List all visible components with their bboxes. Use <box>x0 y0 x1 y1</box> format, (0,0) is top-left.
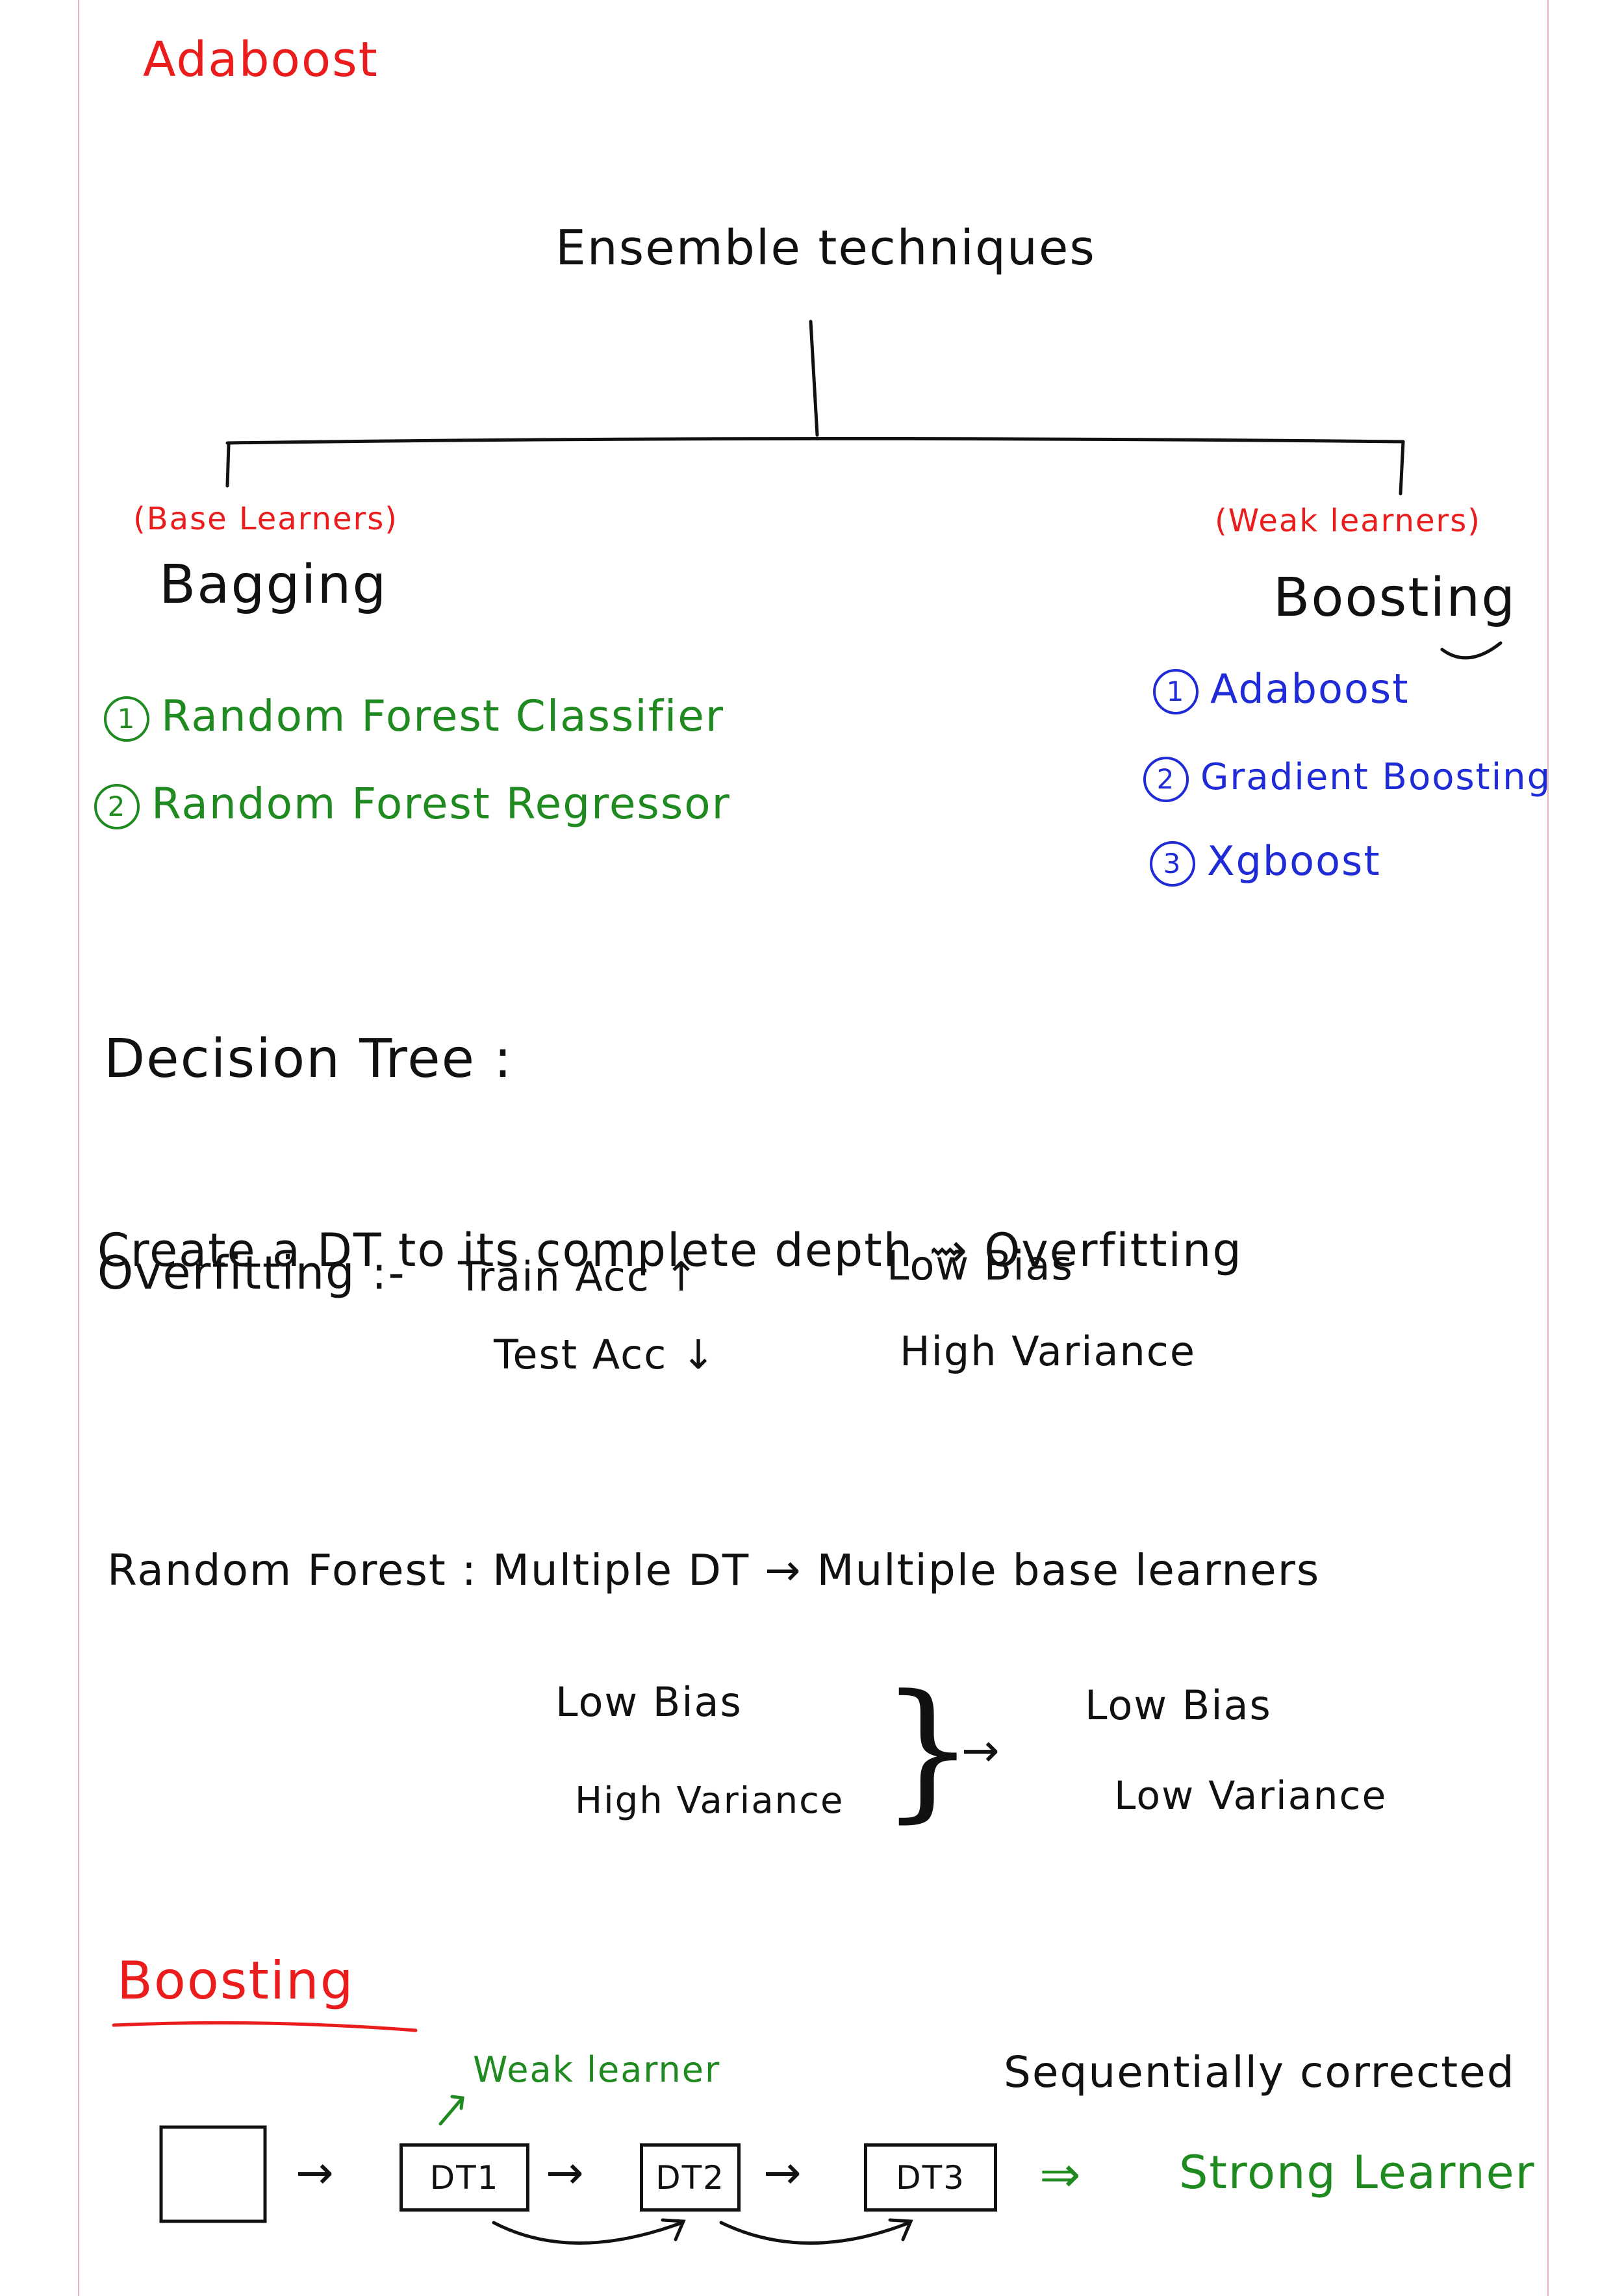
strong-learner: Strong Learner <box>1179 2146 1536 2199</box>
bagging-item-2-number: 2 <box>94 783 140 829</box>
weak-learner-pointer <box>438 2095 464 2126</box>
ensemble-root-label: Ensemble techniques <box>555 220 1096 276</box>
boosting-label: Boosting <box>1273 567 1517 629</box>
boosting-underline <box>112 2021 418 2032</box>
rf-arrow-icon: → <box>961 1724 1001 1777</box>
overfitting-result: Overfitting <box>984 1224 1243 1277</box>
bagging-note: (Base Learners) <box>133 501 399 537</box>
flow-arrow-1: → <box>296 2146 335 2199</box>
train-acc: Train Acc ↑ <box>458 1253 700 1300</box>
dt3-box: DT3 <box>864 2143 997 2212</box>
boosting-item-2-number: 2 <box>1143 757 1189 802</box>
boosting-note: (Weak learners) <box>1215 503 1481 539</box>
rf-left-low-bias: Low Bias <box>555 1678 742 1726</box>
boosting-item-1-label: Adaboost <box>1210 665 1410 713</box>
random-forest-line: Random Forest : Multiple DT → Multiple b… <box>107 1545 1321 1595</box>
bagging-item-2-label: Random Forest Regressor <box>151 779 731 829</box>
result-arrow-icon: ⇒ <box>1039 2145 1082 2203</box>
bagging-item-1-number: 1 <box>104 696 149 742</box>
correction-arrow-2 <box>719 2218 913 2245</box>
input-box-shape <box>159 2125 267 2223</box>
bagging-label: Bagging <box>159 554 388 616</box>
flow-arrow-2: → <box>546 2146 585 2199</box>
boosting-section-heading: Boosting <box>117 1950 355 2011</box>
boosting-item-3-label: Xgboost <box>1207 837 1381 885</box>
boosting-item-2: 2 Gradient Boosting <box>1143 757 1551 802</box>
bagging-item-1-label: Random Forest Classifier <box>161 691 725 741</box>
left-margin-line <box>78 0 79 2296</box>
weak-learner-label: Weak learner <box>473 2049 721 2090</box>
decision-tree-heading: Decision Tree : <box>104 1028 513 1090</box>
boosting-item-3-number: 3 <box>1150 841 1195 887</box>
rf-left-high-variance: High Variance <box>575 1780 844 1822</box>
decision-tree-line-1: Create a DT to its complete depth ⇝ Over… <box>97 1228 1243 1273</box>
flow-arrow-3: → <box>763 2146 803 2199</box>
test-acc: Test Acc ↓ <box>494 1331 717 1378</box>
correction-arrow-1 <box>492 2218 686 2245</box>
rf-right-low-bias: Low Bias <box>1085 1682 1272 1729</box>
rf-right-low-variance: Low Variance <box>1114 1773 1388 1819</box>
rf-brace: } <box>880 1663 976 1837</box>
overfitting-label: Overfitting :- <box>97 1246 406 1300</box>
low-bias: Low Bias <box>887 1242 1074 1289</box>
dt1-box: DT1 <box>400 2143 529 2212</box>
page-title: Adaboost <box>143 32 379 88</box>
sequentially-corrected: Sequentially corrected <box>1004 2047 1516 2097</box>
decision-tree-line-1-text: Create a DT to its complete depth <box>97 1224 913 1277</box>
high-variance: High Variance <box>900 1328 1197 1375</box>
dt2-box: DT2 <box>640 2143 741 2212</box>
right-margin-line <box>1547 0 1549 2296</box>
boosting-item-2-label: Gradient Boosting <box>1200 756 1552 799</box>
boosting-item-1-number: 1 <box>1153 669 1199 714</box>
squiggle-arrow-icon: ⇝ <box>929 1224 969 1277</box>
